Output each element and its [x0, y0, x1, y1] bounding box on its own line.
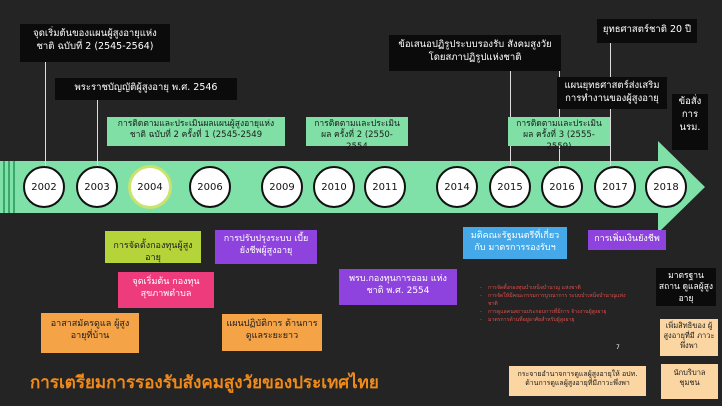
year-circle: 2011 [364, 166, 406, 208]
dependent-rights-box: เพิ่มสิทธิของ ผู้สูงอายุที่มี ภาวะพึ่งพา [660, 319, 718, 356]
year-label: 2011 [372, 181, 398, 193]
year-circle: 2009 [261, 166, 303, 208]
year-circle: 2014 [436, 166, 478, 208]
year-label: 2004 [137, 181, 163, 193]
measures-list: การจัดตั้งกองทุนบำเหน็จบำนาญ แห่งชาติ กา… [480, 284, 630, 324]
strategy-box: แผนยุทธศาสตร์ส่งเสริม การทำงานของผู้สูงอ… [557, 77, 667, 109]
plan2-box: จุดเริ่มต้นของแผนผู้สูงอายุแห่งชาติ ฉบับ… [20, 24, 170, 62]
connector-line [97, 96, 98, 166]
arrow-stripe [3, 161, 5, 213]
volunteer-box: อาสาสมัครดูแล ผู้สูงอายุที่บ้าน [41, 313, 139, 353]
nsf-act-box: พรบ.กองทุนการออม แห่งชาติ พ.ศ. 2554 [339, 269, 457, 305]
allowance-box: การปรับปรุงระบบ เบี้ยยังชีพผู้สูงอายุ [215, 230, 317, 264]
community-caregiver-box: นักบริบาล ชุมชน [661, 364, 718, 399]
year-label: 2015 [497, 181, 523, 193]
year-circle: 2003 [76, 166, 118, 208]
year-label: 2002 [31, 181, 57, 193]
year-circle: 2010 [313, 166, 355, 208]
year-circle: 2002 [23, 166, 65, 208]
act-box: พระราชบัญญัติผู้สูงอายุ พ.ศ. 2546 [55, 78, 237, 100]
year-label: 2003 [84, 181, 110, 193]
arrow-stripe [13, 161, 15, 213]
arrow-stripe [8, 161, 10, 213]
eval3-box: การติดตามและประเมินผล ครั้งที่ 3 (2555-2… [508, 117, 610, 152]
pm-order-box: ข้อสั่งการ นรม. [672, 94, 708, 150]
slide-title: การเตรียมการรองรับสังคมสูงวัยของประเทศไท… [30, 373, 379, 393]
health-fund-box: จุดเริ่มต้น กองทุนสุขภาพตำบล [118, 272, 214, 308]
allowance-increase-box: การเพิ่มเงินยังชีพ [588, 230, 666, 250]
fund-box: การจัดตั้งกองทุนผู้สูงอายุ [105, 231, 201, 263]
list-item: มาตรการด้านที่อยู่อาศัยสำหรับผู้สูงอายุ [480, 316, 630, 324]
eval1-box: การติดตามและประเมินผลแผนผู้สูงอายุแห่งชา… [107, 117, 285, 146]
year-circle: 2016 [541, 166, 583, 208]
year-label: 2006 [197, 181, 223, 193]
year-circle: 2015 [489, 166, 531, 208]
year-label: 2018 [653, 181, 679, 193]
year-circle: 2018 [645, 166, 687, 208]
decentralization-box: กระจายอำนาจการดูแลผู้สูงอายุให้ อปท. ด้า… [509, 366, 646, 396]
year-label: 2009 [269, 181, 295, 193]
list-item: การจัดตั้งกองทุนบำเหน็จบำนาญ แห่งชาติ [480, 284, 630, 292]
care-plan-box: แผนปฏิบัติการ ด้านการดูแลระยะยาว [222, 314, 322, 351]
year-label: 2017 [602, 181, 628, 193]
list-item: การดูแลคนสถานประกอบการที่มีการ จ้างงานผู… [480, 308, 630, 316]
list-item: การจัดให้มีคณะกรรมการบูรณาการ ระบบบำเหน็… [480, 292, 630, 308]
national-strategy-box: ยุทธศาสตร์ชาติ 20 ปี [597, 19, 697, 43]
year-circle-highlighted: 2004 [128, 165, 172, 209]
year-circle: 2017 [594, 166, 636, 208]
eval2-box: การติดตามและประเมินผล ครั้งที่ 2 (2550-2… [306, 117, 408, 152]
page-number: 7 [616, 344, 620, 351]
reform-box: ข้อเสนอปฏิรูประบบรองรับ สังคมสูงวัยโดยสภ… [389, 35, 561, 71]
year-circle: 2006 [189, 166, 231, 208]
year-label: 2014 [444, 181, 470, 193]
year-label: 2016 [549, 181, 575, 193]
connector-line [45, 62, 46, 166]
cabinet-box: มติคณะรัฐมนตรีที่เกี่ยวกับ มาตรการรองรับ… [463, 227, 567, 259]
care-standard-box: มาตรฐานสถาน ดูแลผู้สูงอายุ [656, 268, 716, 306]
year-label: 2010 [321, 181, 347, 193]
